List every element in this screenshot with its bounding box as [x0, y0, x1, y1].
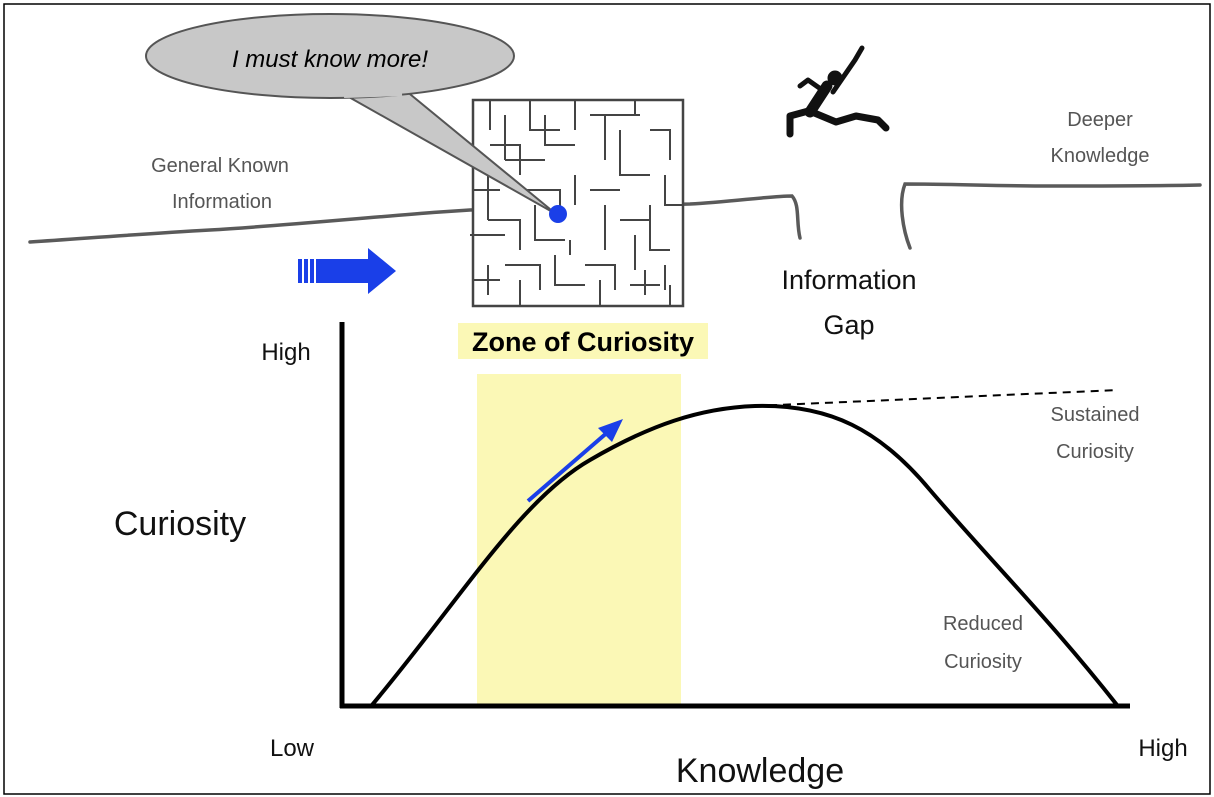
zone-of-curiosity-label: Zone of Curiosity	[472, 327, 694, 357]
x-tick-high: High	[1138, 735, 1187, 762]
information-gap-label-line1: Information	[781, 265, 916, 295]
zone-label-highlight	[458, 323, 708, 359]
general-known-label-line2: Information	[172, 191, 272, 213]
maze-icon	[470, 98, 685, 308]
known-information-line	[28, 194, 802, 244]
sustained-curiosity-label-line1: Sustained	[1051, 404, 1140, 426]
x-tick-low: Low	[270, 735, 315, 762]
reduced-curiosity-label-line2: Curiosity	[944, 651, 1022, 673]
rising-curiosity-arrow-icon	[526, 419, 623, 503]
progress-arrow-icon	[298, 248, 396, 294]
sustained-curiosity-dashed-line	[754, 389, 1119, 407]
y-tick-high: High	[261, 339, 310, 366]
deeper-knowledge-label-line2: Knowledge	[1051, 145, 1150, 167]
sustained-curiosity-label-line2: Curiosity	[1056, 441, 1134, 463]
zone-highlight	[477, 374, 681, 704]
speech-bubble: I must know more!	[145, 13, 557, 215]
position-dot	[549, 205, 567, 223]
general-known-label-line1: General Known	[151, 155, 289, 177]
deeper-knowledge-line	[899, 182, 1202, 250]
reduced-curiosity-label-line1: Reduced	[943, 613, 1023, 635]
speech-bubble-text: I must know more!	[232, 46, 428, 73]
jumping-person-icon	[786, 45, 890, 138]
deeper-knowledge-label-line1: Deeper	[1067, 109, 1133, 131]
x-axis-label: Knowledge	[676, 752, 844, 790]
reduced-curiosity-curve	[370, 403, 1119, 707]
y-axis-label: Curiosity	[114, 505, 246, 543]
information-gap-label-line2: Gap	[823, 310, 874, 340]
